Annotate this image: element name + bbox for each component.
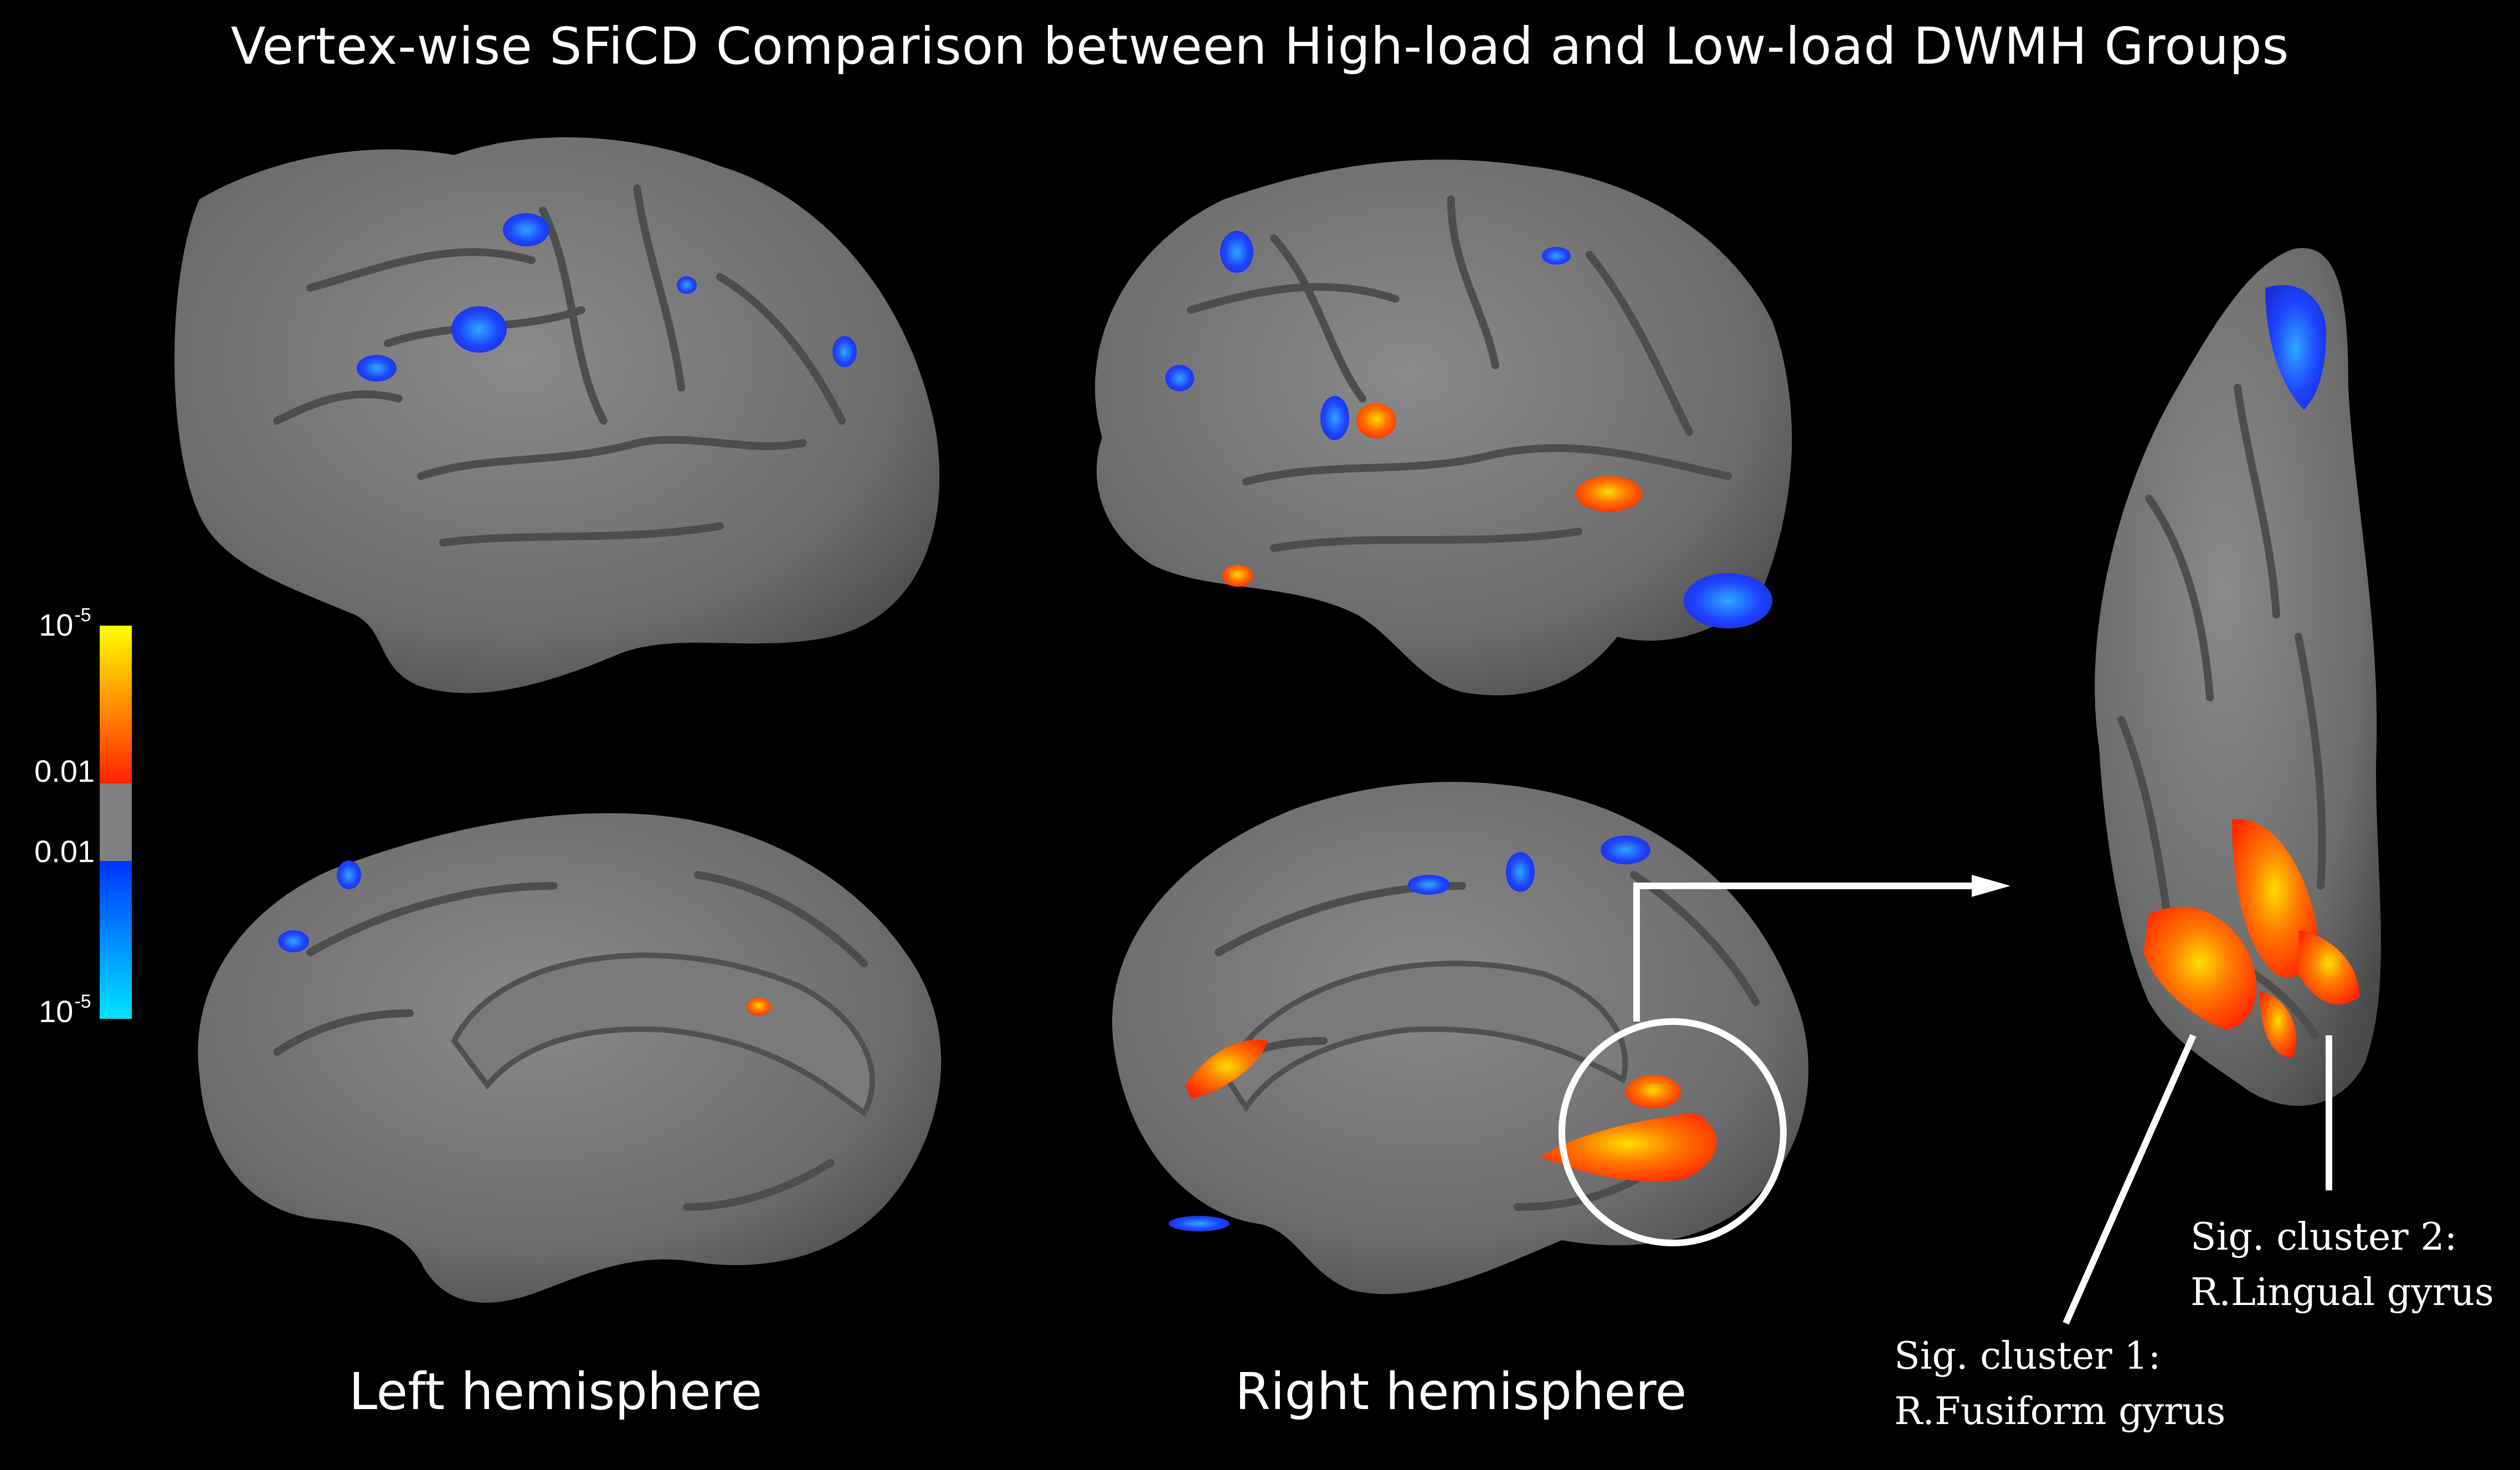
right-hemisphere-lateral — [1095, 159, 1792, 695]
left-hemisphere-medial — [198, 813, 942, 1303]
pointer-line-cluster1 — [2063, 1034, 2197, 1325]
colorbar-label-bottom: 10-5 — [39, 991, 91, 1029]
cluster2-region: R.Lingual gyrus — [2190, 1271, 2494, 1314]
left-hemisphere-lateral — [174, 137, 940, 693]
callout-connector — [1633, 883, 1972, 1022]
right-hemisphere-caption: Right hemisphere — [1235, 1362, 1687, 1421]
colorbar-label-lower-threshold: 0.01 — [34, 834, 95, 869]
callout-graphics — [1559, 875, 2332, 1325]
colorbar-label-top: 10-5 — [39, 605, 91, 642]
cluster1-region: R.Fusiform gyrus — [1894, 1390, 2226, 1433]
cluster2-title: Sig. cluster 2: — [2190, 1215, 2457, 1259]
inset-magnified-view — [2095, 247, 2381, 1106]
colorbar-negative-segment — [100, 861, 132, 1019]
colorbar-positive-segment — [100, 626, 132, 783]
significance-colorbar — [100, 626, 132, 1019]
right-hemisphere-medial — [1112, 782, 1809, 1294]
cluster1-annotation: Sig. cluster 1: R.Fusiform gyrus — [1894, 1329, 2225, 1440]
highlight-circle — [1559, 1018, 1787, 1246]
arrow-head-icon — [1972, 875, 2010, 897]
left-hemisphere-caption: Left hemisphere — [349, 1362, 763, 1421]
colorbar-label-upper-threshold: 0.01 — [34, 754, 95, 788]
colorbar-neutral-segment — [100, 783, 132, 861]
figure-title: Vertex-wise SFiCD Comparison between Hig… — [230, 17, 2290, 76]
cluster2-annotation: Sig. cluster 2: R.Lingual gyrus — [2190, 1210, 2494, 1321]
cluster1-title: Sig. cluster 1: — [1894, 1334, 2161, 1378]
